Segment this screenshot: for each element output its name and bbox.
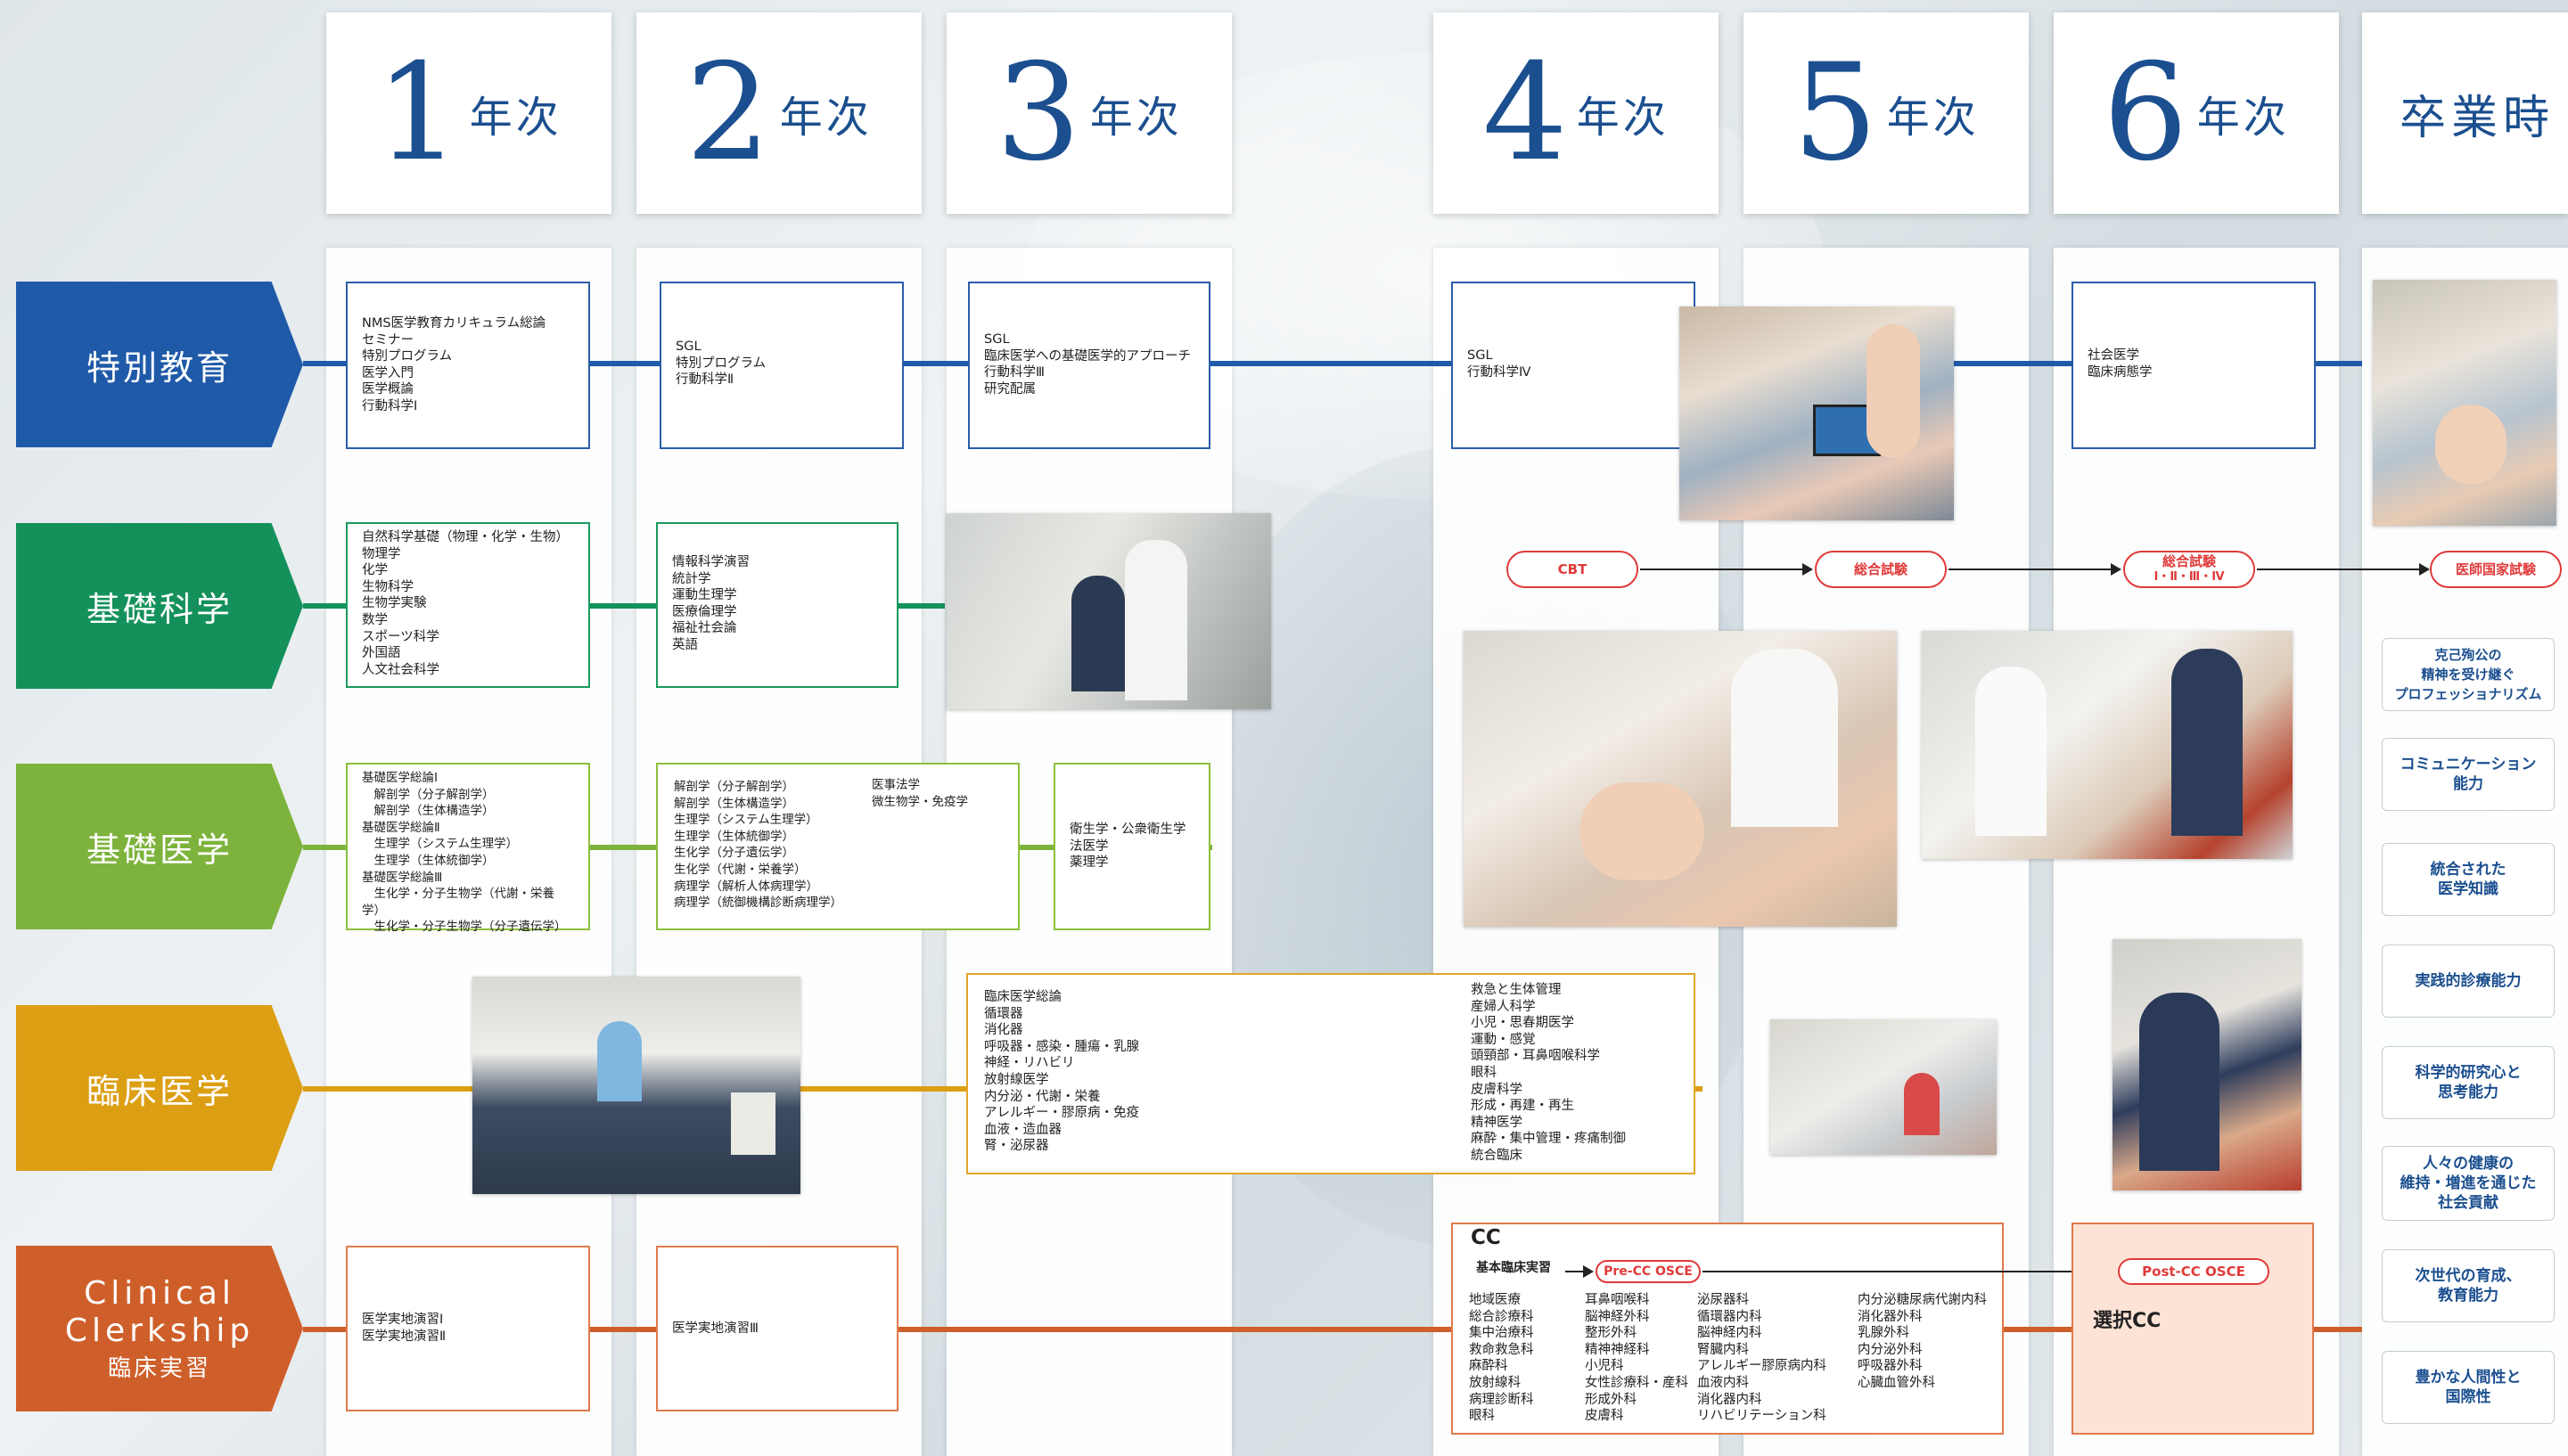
basic-science-y2-box: 情報科学演習 統計学 運動生理学 医療倫理学 福祉社会論 英語 — [656, 522, 898, 688]
clinical-medicine-col2: 救急と生体管理 産婦人科学 小児・思春期医学 運動・感覚 頭頸部・耳鼻咽喉科学 … — [1471, 983, 1626, 1163]
photo-graduation-training — [2373, 280, 2556, 526]
comprehensive-exam-multi-badge: 総合試験 Ⅰ・Ⅱ・Ⅲ・Ⅳ — [2123, 551, 2255, 588]
basic-medicine-y1-box: 基礎医学総論Ⅰ 解剖学（分子解剖学） 解剖学（生体構造学） 基礎医学総論Ⅱ 生理… — [346, 763, 590, 934]
outcome-communication: コミュニケーション 能力 — [2382, 738, 2555, 811]
category-label-line2: Clerkship — [64, 1312, 255, 1349]
year-number: 6 — [2103, 36, 2188, 191]
year-number: 4 — [1482, 36, 1568, 191]
comprehensive-multi-line2: Ⅰ・Ⅱ・Ⅲ・Ⅳ — [2154, 570, 2225, 584]
outcome-social-contribution: 人々の健康の 維持・増進を通じた 社会貢献 — [2382, 1146, 2555, 1221]
category-special: 特別教育 — [16, 282, 303, 447]
comprehensive-exam-badge: 総合試験 — [1815, 551, 1947, 588]
cbt-badge: CBT — [1506, 551, 1638, 588]
arrow-precc-to-postcc — [1702, 1265, 2127, 1278]
category-basic-science: 基礎科学 — [16, 523, 303, 689]
year-suffix: 年次 — [1089, 93, 1183, 143]
elective-cc-label: 選択CC — [2093, 1310, 2162, 1332]
category-label: 基礎医学 — [86, 830, 233, 870]
special-y2-box: SGL 特別プログラム 行動科学Ⅱ — [660, 282, 904, 449]
special-y3-box: SGL 臨床医学への基礎医学的アプローチ 行動科学Ⅲ 研究配属 — [968, 282, 1210, 449]
arrow-cbt-to-comprehensive — [1640, 563, 1813, 576]
arrow-comprehensive-to-multi — [1949, 563, 2121, 576]
basic-science-y1-box: 自然科学基礎（物理・化学・生物） 物理学 化学 生物科学 生物学実験 数学 スポ… — [346, 522, 590, 688]
photo-discussion-y5 — [1770, 1019, 1997, 1155]
year-suffix: 年次 — [779, 93, 873, 143]
photo-simulation-training-y5 — [1679, 307, 1954, 520]
post-cc-osce-badge: Post-CC OSCE — [2118, 1258, 2269, 1285]
category-basic-medicine: 基礎医学 — [16, 764, 303, 929]
outcome-professionalism: 克己殉公の 精神を受け継ぐ プロフェッショナリズム — [2382, 638, 2555, 711]
photo-group-practice-y5 — [1922, 631, 2293, 859]
pre-cc-osce-badge: Pre-CC OSCE — [1596, 1260, 1701, 1283]
outcome-education: 次世代の育成、 教育能力 — [2382, 1249, 2555, 1322]
category-sublabel: 臨床実習 — [107, 1354, 211, 1382]
clinical-medicine-box: 臨床医学総論 循環器 消化器 呼吸器・感染・腫瘍・乳腺 神経・リハビリ 放射線医… — [966, 973, 1695, 1174]
graduation-label: 卒業時 — [2400, 91, 2556, 145]
year-suffix: 年次 — [1576, 93, 1670, 143]
cc-box: CC 基本臨床実習 地域医療 総合診療科 集中治療科 救命救急科 麻酔科 放射線… — [1451, 1223, 2004, 1435]
year-suffix: 年次 — [1886, 93, 1980, 143]
cc-col3: 泌尿器科 循環器内科 脳神経内科 腎臓内科 アレルギー膠原病内科 血液内科 消化… — [1697, 1293, 1826, 1424]
basic-medicine-y2-col2: 医事法学 微生物学・免疫学 — [872, 778, 968, 809]
outcome-humanity-international: 豊かな人間性と 国際性 — [2382, 1351, 2555, 1424]
header-graduation: 卒業時 — [2362, 12, 2568, 214]
special-y1-box: NMS医学教育カリキュラム総論 セミナー 特別プログラム 医学入門 医学概論 行… — [346, 282, 590, 449]
outcome-clinical-ability: 実践的診療能力 — [2382, 945, 2555, 1018]
line-clerkship — [303, 1327, 2362, 1332]
line-basic-science — [303, 603, 945, 609]
cc-col4: 内分泌糖尿病代謝内科 消化器外科 乳腺外科 内分泌外科 呼吸器外科 心臓血管外科 — [1858, 1293, 1987, 1390]
year-number: 1 — [375, 36, 461, 191]
cc-col2: 耳鼻咽喉科 脳神経外科 整形外科 精神神経科 小児科 女性診療科・産科 形成外科… — [1585, 1293, 1688, 1424]
category-clerkship: Clinical Clerkship 臨床実習 — [16, 1246, 303, 1411]
national-exam-badge: 医師国家試験 — [2430, 551, 2562, 588]
clerkship-y2-box: 医学実地演習Ⅲ — [656, 1246, 898, 1411]
year-suffix: 年次 — [469, 93, 562, 143]
category-label: 基礎科学 — [86, 589, 233, 629]
photo-clinical-practice-y6 — [2113, 939, 2301, 1190]
category-clinical-medicine: 臨床医学 — [16, 1005, 303, 1171]
year-number: 2 — [685, 36, 771, 191]
outcome-integrated-knowledge: 統合された 医学知識 — [2382, 843, 2555, 916]
basic-medicine-y2-box: 解剖学（分子解剖学） 解剖学（生体構造学） 生理学（システム生理学） 生理学（生… — [656, 763, 1020, 930]
photo-lecture-y1 — [472, 977, 800, 1194]
cc-title: CC — [1471, 1226, 1501, 1249]
category-label-line1: Clinical — [84, 1274, 235, 1312]
comprehensive-multi-line1: 総合試験 — [2162, 553, 2216, 569]
photo-mannequin-training-y4 — [1464, 631, 1897, 927]
photo-lab-y3 — [947, 513, 1271, 709]
basic-medicine-y2-col1: 解剖学（分子解剖学） 解剖学（生体構造学） 生理学（システム生理学） 生理学（生… — [674, 780, 842, 911]
elective-cc-box: 選択CC — [2072, 1223, 2314, 1435]
category-label: 臨床医学 — [86, 1071, 233, 1111]
basic-medicine-y3-box: 衛生学・公衆衛生学 法医学 薬理学 — [1054, 763, 1210, 930]
line-special — [303, 361, 2362, 366]
category-label: 特別教育 — [86, 348, 233, 388]
year-suffix: 年次 — [2196, 93, 2290, 143]
outcome-research-mind: 科学的研究心と 思考能力 — [2382, 1046, 2555, 1119]
year-number: 3 — [996, 36, 1081, 191]
special-y6-box: 社会医学 臨床病態学 — [2072, 282, 2316, 449]
clinical-medicine-col1: 臨床医学総論 循環器 消化器 呼吸器・感染・腫瘍・乳腺 神経・リハビリ 放射線医… — [984, 990, 1139, 1154]
arrow-basic-to-precc — [1565, 1265, 1594, 1278]
clerkship-y1-box: 医学実地演習Ⅰ 医学実地演習Ⅱ — [346, 1246, 590, 1411]
cc-basic-label: 基本臨床実習 — [1476, 1261, 1551, 1275]
special-y4-box: SGL 行動科学Ⅳ — [1451, 282, 1695, 449]
arrow-to-national-exam — [2257, 563, 2430, 576]
year-number: 5 — [1793, 36, 1878, 191]
cc-col1: 地域医療 総合診療科 集中治療科 救命救急科 麻酔科 放射線科 病理診断科 眼科 — [1469, 1293, 1534, 1424]
